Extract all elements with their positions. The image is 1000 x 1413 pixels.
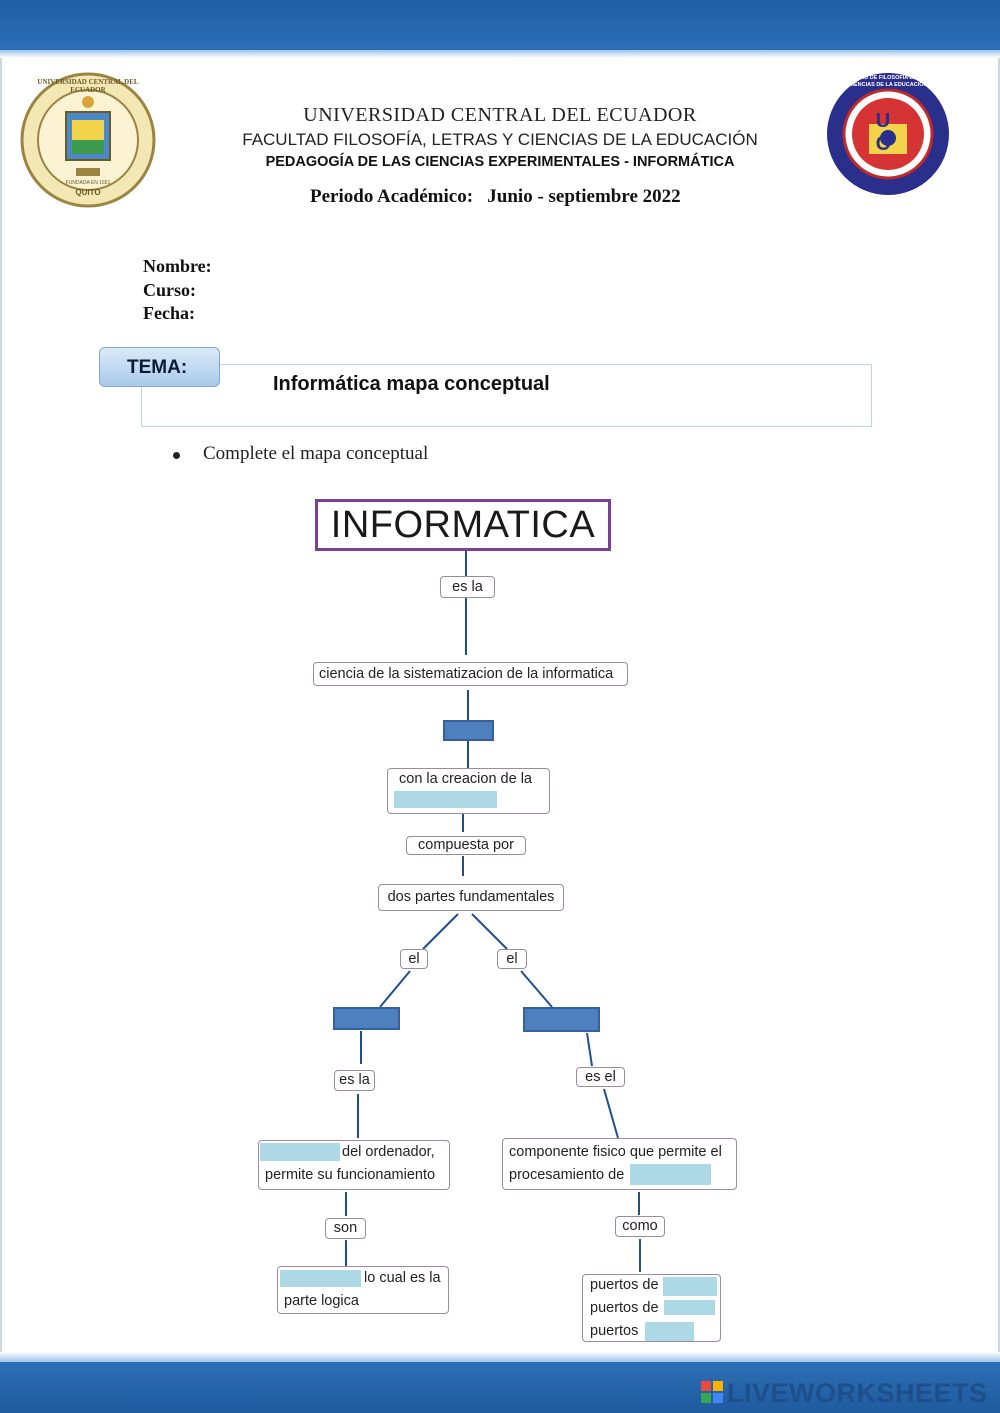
course-label: Curso: xyxy=(143,280,196,300)
answer-blank-programs[interactable] xyxy=(280,1270,361,1287)
faculty-seal-logo: U C FACULTAD DE FILOSOFÍA LETRAS Y CIENC… xyxy=(825,72,951,196)
liveworksheets-logo-icon xyxy=(701,1381,723,1403)
answer-blank-software[interactable] xyxy=(260,1143,340,1161)
name-label: Nombre: xyxy=(143,256,212,276)
link-label-el-right: el xyxy=(497,949,527,969)
university-name: UNIVERSIDAD CENTRAL DEL ECUADOR xyxy=(303,104,697,126)
topic-title: Informática mapa conceptual xyxy=(273,373,550,395)
hidden-box-1 xyxy=(443,720,494,741)
hardware-desc-line2: procesamiento de xyxy=(509,1167,625,1183)
topic-tab: TEMA: xyxy=(99,347,220,387)
answer-blank-port-3[interactable] xyxy=(645,1322,694,1341)
page-border xyxy=(0,58,1000,1352)
programs-line2: parte logica xyxy=(284,1293,359,1309)
hardware-desc-line1: componente fisico que permite el xyxy=(509,1144,722,1160)
definition-node: ciencia de la sistematizacion de la info… xyxy=(313,662,628,686)
instruction-text: Complete el mapa conceptual xyxy=(203,443,429,464)
answer-blank-creation[interactable] xyxy=(394,791,497,808)
hidden-box-hardware xyxy=(523,1007,600,1032)
date-label: Fecha: xyxy=(143,303,195,323)
period-value: Junio - septiembre 2022 xyxy=(487,186,681,207)
faculty-seal-text: FACULTAD DE FILOSOFÍA LETRAS Y CIENCIAS … xyxy=(839,75,937,88)
bottom-band xyxy=(0,1362,1000,1413)
link-label-compuesta: compuesta por xyxy=(406,836,526,855)
faculty-seal-letters: U C xyxy=(875,110,901,155)
ports-line2: puertos de xyxy=(590,1300,659,1316)
top-band xyxy=(0,0,1000,50)
programs-node: lo cual es la parte logica xyxy=(277,1266,449,1314)
answer-blank-port-1[interactable] xyxy=(663,1277,717,1296)
faculty-name: FACULTAD FILOSOFÍA, LETRAS Y CIENCIAS DE… xyxy=(242,130,758,149)
university-seal-logo: UNIVERSIDAD CENTRAL DEL ECUADOR FUNDADA … xyxy=(20,72,156,208)
link-label-es-el-right: es el xyxy=(576,1067,625,1087)
top-band-line xyxy=(0,50,1000,58)
link-label-es-la-left: es la xyxy=(334,1070,375,1091)
link-label-como: como xyxy=(615,1216,665,1237)
answer-blank-port-2[interactable] xyxy=(664,1300,715,1315)
bullet-icon xyxy=(173,452,180,459)
academic-period: Periodo Académico: Junio - septiembre 20… xyxy=(310,186,681,208)
link-label-es-la: es la xyxy=(440,576,495,598)
programs-line1: lo cual es la xyxy=(364,1270,441,1286)
ports-line1: puertos de xyxy=(590,1277,659,1293)
parts-node: dos partes fundamentales xyxy=(378,884,564,911)
creation-text: con la creacion de la xyxy=(399,771,532,787)
link-label-el-left: el xyxy=(400,949,428,969)
bottom-band-line xyxy=(0,1352,1000,1362)
program-name: PEDAGOGÍA DE LAS CIENCIAS EXPERIMENTALES… xyxy=(265,154,735,170)
seal-city-text: QUITO xyxy=(75,188,101,197)
topic-box xyxy=(141,364,872,427)
seal-text: UNIVERSIDAD CENTRAL DEL ECUADOR xyxy=(37,78,139,94)
seal-founded-text: FUNDADA EN 1651 xyxy=(65,180,111,186)
ports-line3: puertos xyxy=(590,1323,639,1339)
answer-blank-hardware[interactable] xyxy=(630,1164,711,1185)
link-label-son: son xyxy=(325,1218,366,1239)
hidden-box-software xyxy=(333,1007,400,1030)
software-desc-line1: del ordenador, xyxy=(342,1144,435,1160)
concept-root-node: INFORMATICA xyxy=(315,499,611,551)
watermark-text: LIVEWORKSHEETS xyxy=(727,1378,988,1408)
software-desc-line2: permite su funcionamiento xyxy=(265,1167,436,1183)
period-label: Periodo Académico: xyxy=(310,186,474,207)
